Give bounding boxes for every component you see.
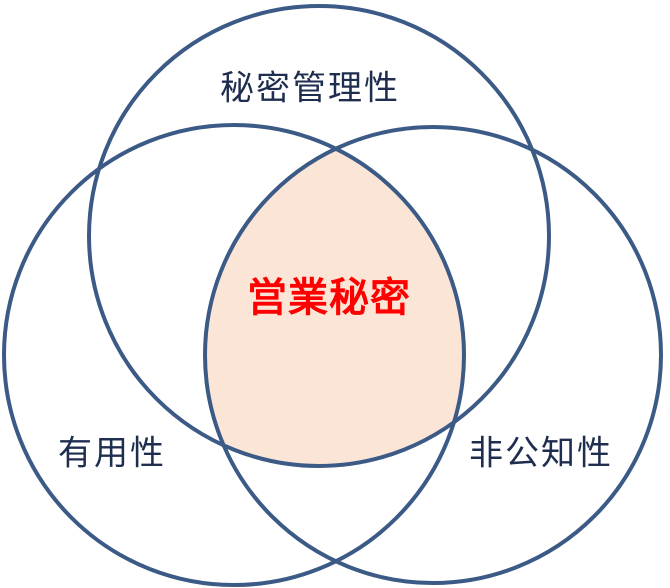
circle-usefulness (2, 123, 466, 587)
label-usefulness: 有用性 (58, 433, 166, 474)
circle-non-public (203, 125, 663, 585)
label-non-public: 非公知性 (469, 433, 613, 474)
label-trade-secret: 営業秘密 (247, 275, 411, 321)
label-secrecy-management: 秘密管理性 (220, 68, 400, 109)
circle-secrecy-management (87, 4, 551, 468)
intersection-region (205, 127, 464, 466)
